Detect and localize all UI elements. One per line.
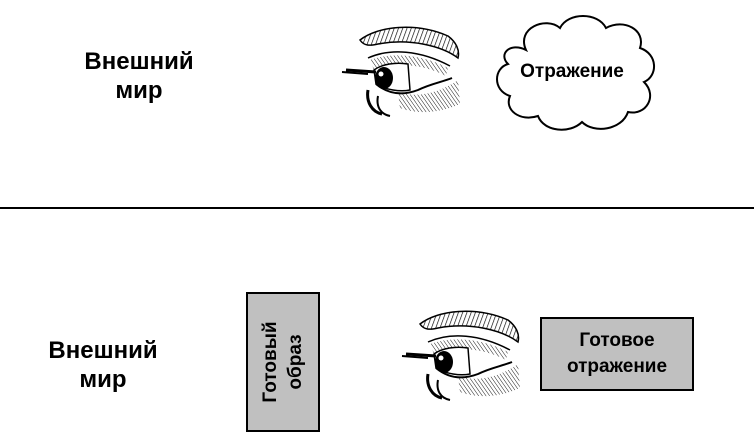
ready-image-box: Готовый образ <box>246 292 320 432</box>
outer-world-label-bottom: Внешний мир <box>48 337 158 393</box>
eye-icon <box>401 310 520 401</box>
ready-reflection-box: Готовое отражение <box>540 317 694 391</box>
ready-reflection-label: Готовое отражение <box>566 330 668 377</box>
reflection-cloud <box>496 15 655 131</box>
outer-world-label-top: Внешний мир <box>84 48 194 104</box>
ready-image-label: Готовый образ <box>260 321 306 403</box>
eye-icon <box>341 26 460 117</box>
section-divider <box>0 207 754 209</box>
reflection-label: Отражение <box>520 61 624 82</box>
